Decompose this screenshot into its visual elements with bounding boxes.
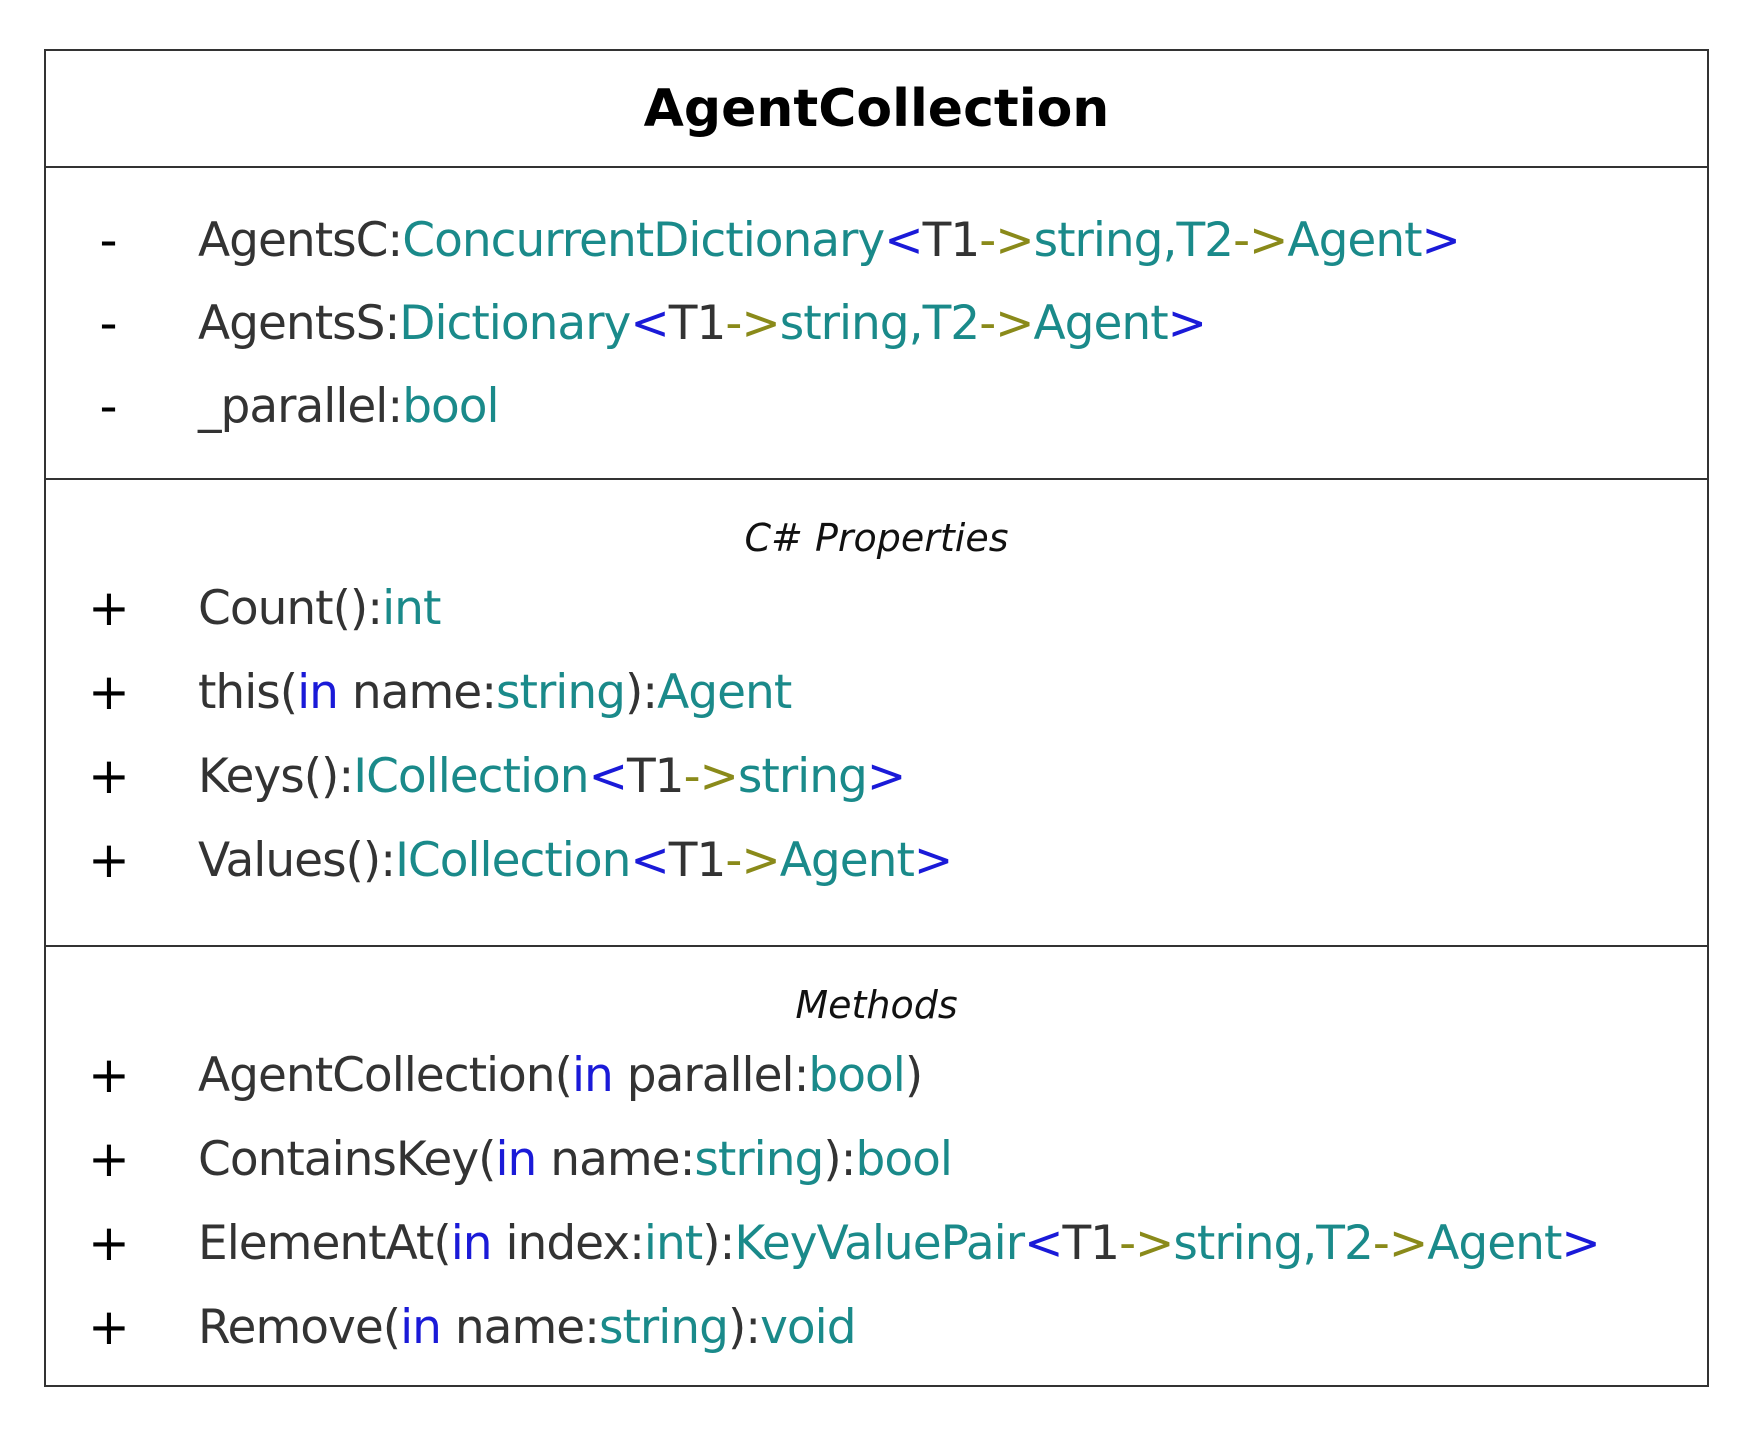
method-signature: ContainsKey(in name:string):bool <box>198 1131 953 1187</box>
properties-title: C# Properties <box>744 516 1009 560</box>
attributes-section: - AgentsC:ConcurrentDictionary<T1->strin… <box>46 166 1707 478</box>
property-signature: Values():ICollection<T1->Agent> <box>198 832 953 888</box>
property-signature: this(in name:string):Agent <box>198 664 792 720</box>
visibility-marker: + <box>88 1130 130 1188</box>
properties-section: C# Properties + Count():int + this(in na… <box>46 478 1707 945</box>
visibility-marker: + <box>88 831 130 889</box>
attribute-signature: AgentsC:ConcurrentDictionary<T1->string,… <box>198 212 1461 268</box>
property-signature: Keys():ICollection<T1->string> <box>198 748 906 804</box>
method-signature: ElementAt(in index:int):KeyValuePair<T1-… <box>198 1215 1601 1271</box>
method-signature: Remove(in name:string):void <box>198 1299 857 1355</box>
property-signature: Count():int <box>198 580 441 636</box>
methods-section: Methods + AgentCollection(in parallel:bo… <box>46 945 1707 1385</box>
uml-class-box: AgentCollection - AgentsC:ConcurrentDict… <box>44 49 1709 1387</box>
class-name: AgentCollection <box>643 78 1110 139</box>
class-header: AgentCollection <box>46 51 1707 166</box>
visibility-marker: + <box>88 579 130 637</box>
method-signature: AgentCollection(in parallel:bool) <box>198 1047 923 1103</box>
visibility-marker: + <box>88 663 130 721</box>
attribute-signature: _parallel:bool <box>198 378 500 434</box>
visibility-marker: + <box>88 1298 130 1356</box>
visibility-marker: - <box>99 211 117 269</box>
methods-title: Methods <box>795 983 958 1027</box>
visibility-marker: - <box>99 377 117 435</box>
visibility-marker: + <box>88 747 130 805</box>
visibility-marker: + <box>88 1046 130 1104</box>
visibility-marker: - <box>99 294 117 352</box>
attribute-signature: AgentsS:Dictionary<T1->string,T2->Agent> <box>198 295 1207 351</box>
visibility-marker: + <box>88 1214 130 1272</box>
